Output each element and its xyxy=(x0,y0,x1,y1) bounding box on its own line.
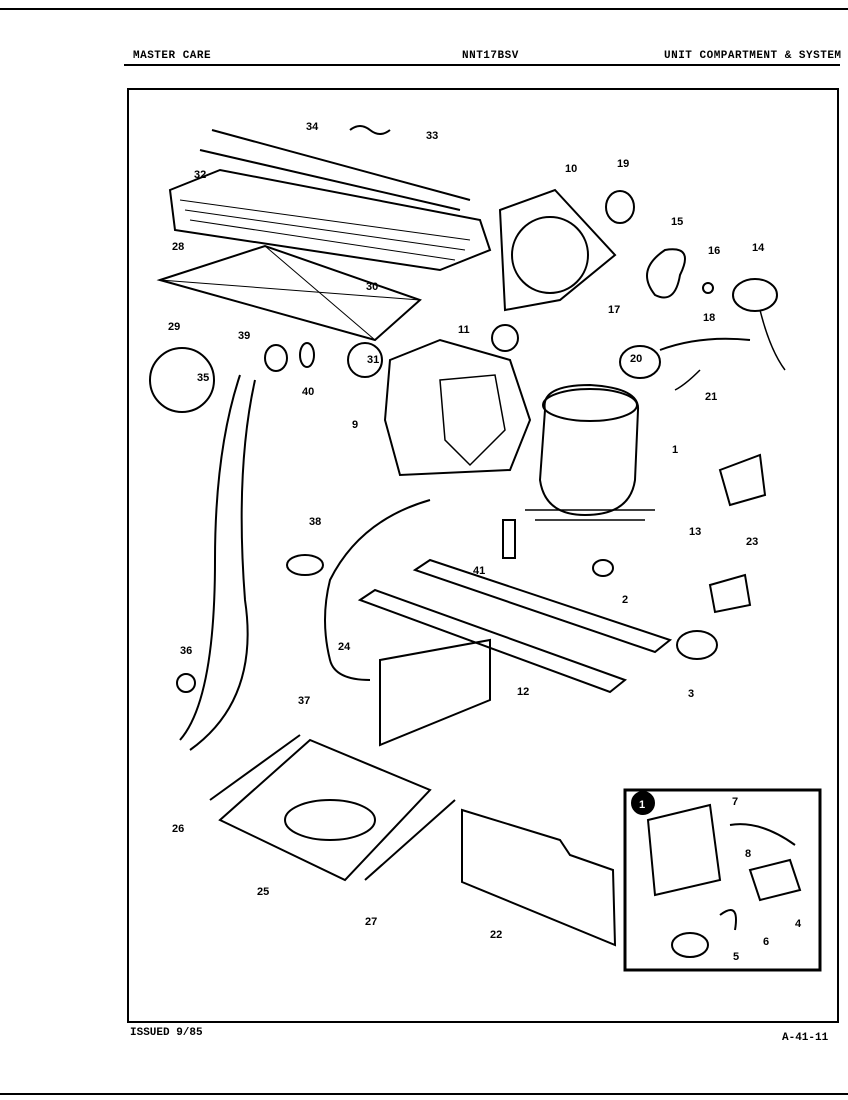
overload-5 xyxy=(671,932,709,958)
callout-25: 25 xyxy=(257,886,269,898)
callout-17: 17 xyxy=(608,304,620,316)
callout-5: 5 xyxy=(733,951,739,963)
top-rule xyxy=(0,8,848,10)
relay-4 xyxy=(748,858,802,902)
callout-7: 7 xyxy=(732,796,738,808)
callout-16: 16 xyxy=(708,245,720,257)
callout-9: 9 xyxy=(352,419,358,431)
callout-23: 23 xyxy=(746,536,758,548)
bracket-26 xyxy=(209,734,301,801)
bracket-12 xyxy=(379,638,491,747)
tubing-37 xyxy=(179,374,256,751)
callout-35: 35 xyxy=(197,372,209,384)
header-section: UNIT COMPARTMENT & SYSTEM xyxy=(664,50,842,62)
callout-22: 22 xyxy=(490,929,502,941)
bottom-rule xyxy=(0,1093,848,1095)
callout-33: 33 xyxy=(426,130,438,142)
rail-lower xyxy=(357,588,628,694)
page-code: A-41-11 xyxy=(782,1032,829,1044)
compressor xyxy=(538,383,640,517)
nut-16 xyxy=(702,282,714,294)
callout-4: 4 xyxy=(795,918,802,930)
callout-8: 8 xyxy=(745,848,751,860)
issued-date: ISSUED 9/85 xyxy=(130,1027,203,1039)
callout-26: 26 xyxy=(172,823,184,835)
header-brand: MASTER CARE xyxy=(133,50,212,62)
detail-circle-20 xyxy=(619,345,661,379)
callout-27: 27 xyxy=(365,916,377,928)
rail-upper xyxy=(412,558,673,654)
callout-labels: 1 2 3 4 5 6 7 8 9 10 11 12 13 14 15 16 1… xyxy=(168,121,802,963)
callout-29: 29 xyxy=(168,321,180,333)
power-cord-24 xyxy=(324,499,431,681)
condenser-rod xyxy=(211,129,471,201)
clip-6 xyxy=(719,909,737,931)
callout-14: 14 xyxy=(752,242,765,254)
part-36 xyxy=(176,673,196,693)
callout-6: 6 xyxy=(763,936,769,948)
callout-40: 40 xyxy=(302,386,314,398)
drier-41 xyxy=(502,519,516,559)
callout-34: 34 xyxy=(306,121,319,133)
condenser-rod-lower xyxy=(199,149,461,211)
callout-31: 31 xyxy=(367,354,379,366)
fan-blade xyxy=(646,248,686,299)
relay-13 xyxy=(718,453,767,507)
callout-41: 41 xyxy=(473,565,485,577)
callout-3: 3 xyxy=(688,688,694,700)
header-model: NNT17BSV xyxy=(462,50,519,62)
inset-marker xyxy=(631,791,655,815)
clip-8 xyxy=(729,823,796,846)
callout-13: 13 xyxy=(689,526,701,538)
callout-19: 19 xyxy=(617,158,629,170)
callout-10: 10 xyxy=(565,163,577,175)
grommet-2 xyxy=(592,559,614,577)
callout-12: 12 xyxy=(517,686,529,698)
wire-34 xyxy=(349,125,391,135)
grommet-40 xyxy=(299,342,315,368)
callout-37: 37 xyxy=(298,695,310,707)
fan-motor xyxy=(732,278,778,312)
callout-20: 20 xyxy=(630,353,642,365)
motor-bracket xyxy=(659,337,751,351)
callout-38: 38 xyxy=(309,516,321,528)
detail-circle-3 xyxy=(676,630,718,660)
callout-30: 30 xyxy=(366,281,378,293)
grommet-19 xyxy=(605,190,635,224)
callout-2: 2 xyxy=(622,594,628,606)
bracket-27 xyxy=(364,799,456,881)
callout-18: 18 xyxy=(703,312,715,324)
diagram-frame xyxy=(127,88,839,1023)
clamp-38 xyxy=(286,554,324,576)
condenser-coil xyxy=(168,168,492,272)
callout-36: 36 xyxy=(180,645,192,657)
callout-39: 39 xyxy=(238,330,250,342)
callout-1: 1 xyxy=(672,444,678,456)
overload-23 xyxy=(708,573,752,614)
fan-shroud xyxy=(498,188,617,312)
callout-24: 24 xyxy=(338,641,351,653)
callout-21: 21 xyxy=(705,391,717,403)
grommet-11 xyxy=(491,324,519,352)
access-panel-22 xyxy=(461,808,617,947)
defrost-pan-housing xyxy=(383,338,532,477)
callout-28: 28 xyxy=(172,241,184,253)
detail-circle-31 xyxy=(347,342,383,378)
callout-32: 32 xyxy=(194,169,206,181)
inset-box xyxy=(623,788,822,972)
callout-15: 15 xyxy=(671,216,683,228)
grommet-39 xyxy=(264,344,288,372)
relay-cover-7 xyxy=(646,803,722,897)
callout-11: 11 xyxy=(458,324,470,336)
shroud-opening xyxy=(511,216,589,294)
header-rule xyxy=(124,64,840,66)
drain-pan xyxy=(218,738,432,882)
detail-circle-35 xyxy=(149,347,215,413)
inset-marker-label: 1 xyxy=(639,799,645,811)
